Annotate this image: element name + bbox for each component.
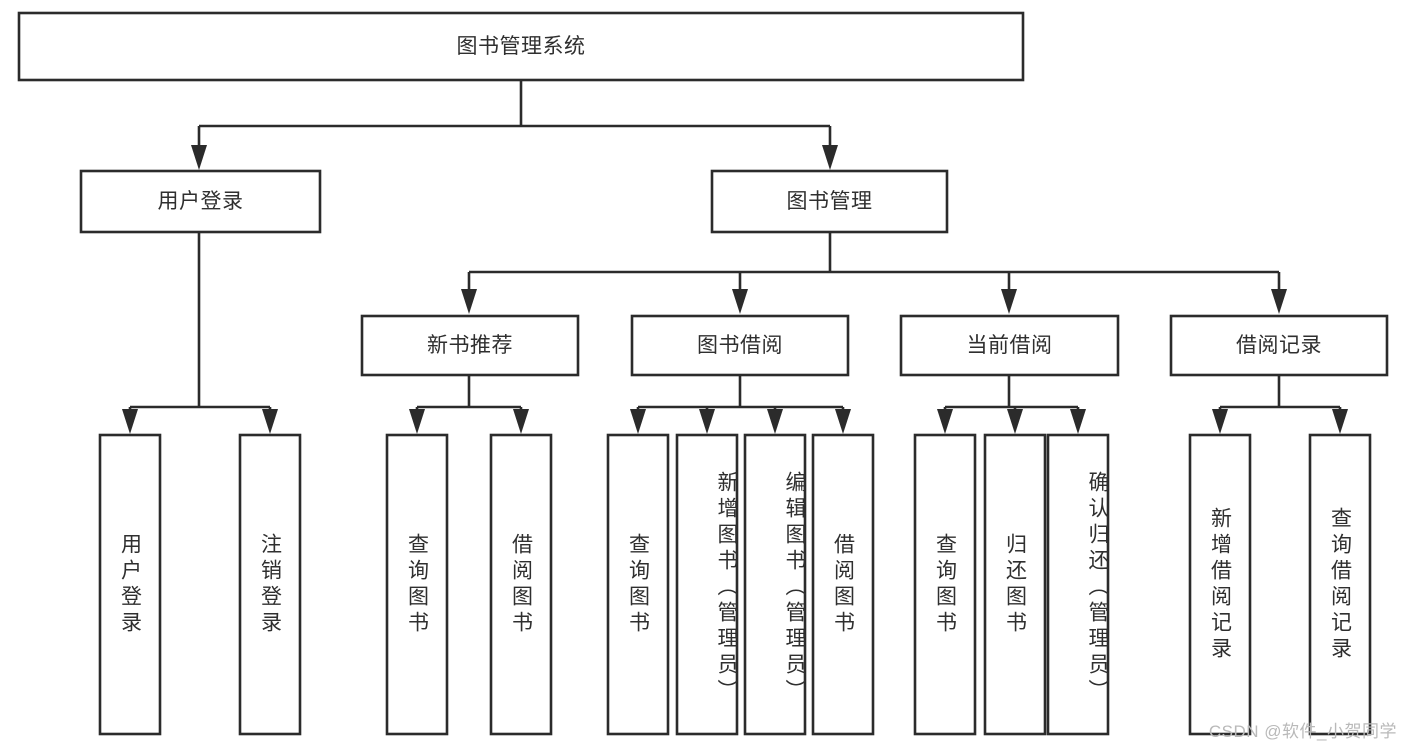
arrow-head-leaf-user-login [122, 409, 138, 434]
connector-group-user-login [122, 232, 278, 434]
watermark-text: CSDN @软件_小贺同学 [1208, 722, 1397, 741]
node-box-leaf-cur-return[interactable] [983, 433, 1047, 736]
arrow-head-leaf-borrow-lend [835, 409, 851, 434]
node-box-current-borrow[interactable] [899, 314, 1120, 377]
node-box-root[interactable] [17, 11, 1025, 82]
node-box-leaf-cur-query[interactable] [913, 433, 977, 736]
node-box-leaf-cur-confirm[interactable] [1046, 433, 1110, 736]
arrow-head-book-manage [822, 145, 838, 170]
arrow-head-new-book-rec [461, 289, 477, 314]
arrow-head-leaf-rec-query [409, 409, 425, 434]
node-box-book-manage[interactable] [710, 169, 949, 234]
node-box-leaf-rec-query[interactable] [385, 433, 449, 736]
arrow-head-leaf-logout [262, 409, 278, 434]
node-box-leaf-logout[interactable] [238, 433, 302, 736]
connector-group-borrow-record [1212, 375, 1348, 434]
arrow-head-book-borrow [732, 289, 748, 314]
node-box-book-borrow[interactable] [630, 314, 850, 377]
arrow-head-user-login [191, 145, 207, 170]
connector-group-root [191, 80, 838, 170]
node-box-leaf-rec-borrow[interactable] [489, 433, 553, 736]
arrow-head-leaf-borrow-query [630, 409, 646, 434]
connector-group-book-borrow [630, 375, 851, 434]
connector-group-book-manage [461, 232, 1287, 314]
arrow-head-leaf-rec-borrow [513, 409, 529, 434]
arrow-head-leaf-cur-confirm [1070, 409, 1086, 434]
arrow-head-borrow-record [1271, 289, 1287, 314]
arrow-head-leaf-rec-search [1332, 409, 1348, 434]
node-box-leaf-rec-add[interactable] [1188, 433, 1252, 736]
arrow-head-leaf-cur-return [1007, 409, 1023, 434]
node-box-leaf-user-login[interactable] [98, 433, 162, 736]
node-box-leaf-borrow-add[interactable] [675, 433, 739, 736]
node-box-leaf-borrow-edit[interactable] [743, 433, 807, 736]
arrow-head-leaf-borrow-add [699, 409, 715, 434]
node-box-user-login[interactable] [79, 169, 322, 234]
arrow-head-current-borrow [1001, 289, 1017, 314]
node-box-leaf-borrow-lend[interactable] [811, 433, 875, 736]
node-box-borrow-record[interactable] [1169, 314, 1389, 377]
connector-group-current-borrow [937, 375, 1086, 434]
connector-group-new-book-rec [409, 375, 529, 434]
arrow-head-leaf-rec-add [1212, 409, 1228, 434]
arrow-head-leaf-borrow-edit [767, 409, 783, 434]
node-box-new-book-rec[interactable] [360, 314, 580, 377]
arrow-head-leaf-cur-query [937, 409, 953, 434]
node-box-leaf-rec-search[interactable] [1308, 433, 1372, 736]
node-box-leaf-borrow-query[interactable] [606, 433, 670, 736]
